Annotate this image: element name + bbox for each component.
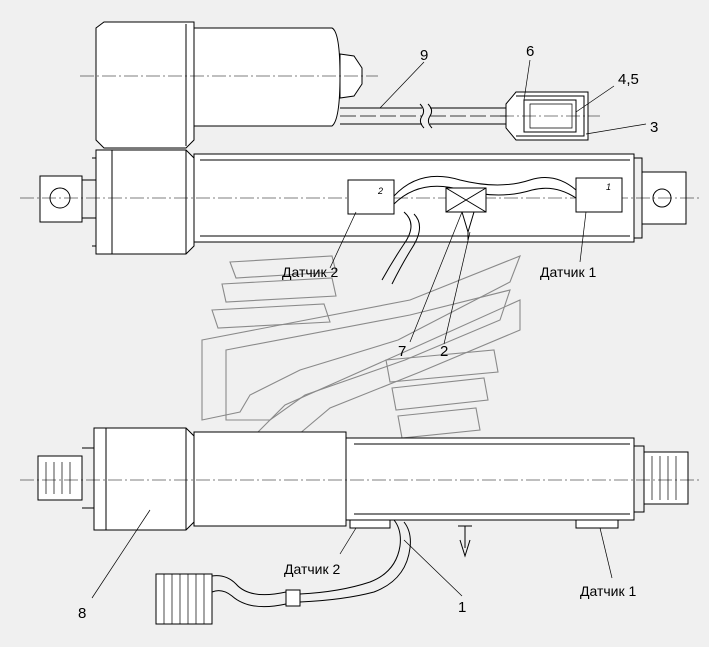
leader-lines (91, 59, 647, 599)
callout-2: 2 (440, 343, 448, 360)
top-sensor-1: 1 (575, 177, 623, 213)
bottom-cable (155, 519, 411, 625)
callout-8: 8 (78, 605, 86, 622)
top-connector (500, 91, 600, 141)
callout-4-5: 4,5 (618, 71, 639, 88)
label-sensor-2-top: Датчик 2 (282, 264, 339, 280)
top-motor (80, 21, 378, 149)
top-actuator (20, 149, 700, 255)
callout-6: 6 (526, 43, 534, 60)
callout-1: 1 (458, 599, 466, 616)
sensor-labels: Датчик 2 Датчик 1 Датчик 2 Датчик 1 (282, 264, 637, 599)
label-sensor-1-bottom: Датчик 1 (580, 583, 637, 599)
top-sensor-1-mark: 1 (606, 182, 611, 192)
label-sensor-1-top: Датчик 1 (540, 264, 597, 280)
callouts: 9 6 4,5 3 7 2 1 8 (78, 43, 658, 622)
callout-3: 3 (650, 119, 658, 136)
watermark-logo (201, 255, 521, 441)
top-wiring (381, 175, 577, 285)
top-sensor-2-mark: 2 (377, 186, 383, 196)
callout-9: 9 (420, 47, 428, 64)
top-cable (340, 103, 506, 129)
callout-7: 7 (398, 343, 406, 360)
top-sensor-2: 2 (347, 179, 395, 215)
label-sensor-2-bottom: Датчик 2 (284, 561, 341, 577)
bottom-actuator (20, 427, 700, 558)
